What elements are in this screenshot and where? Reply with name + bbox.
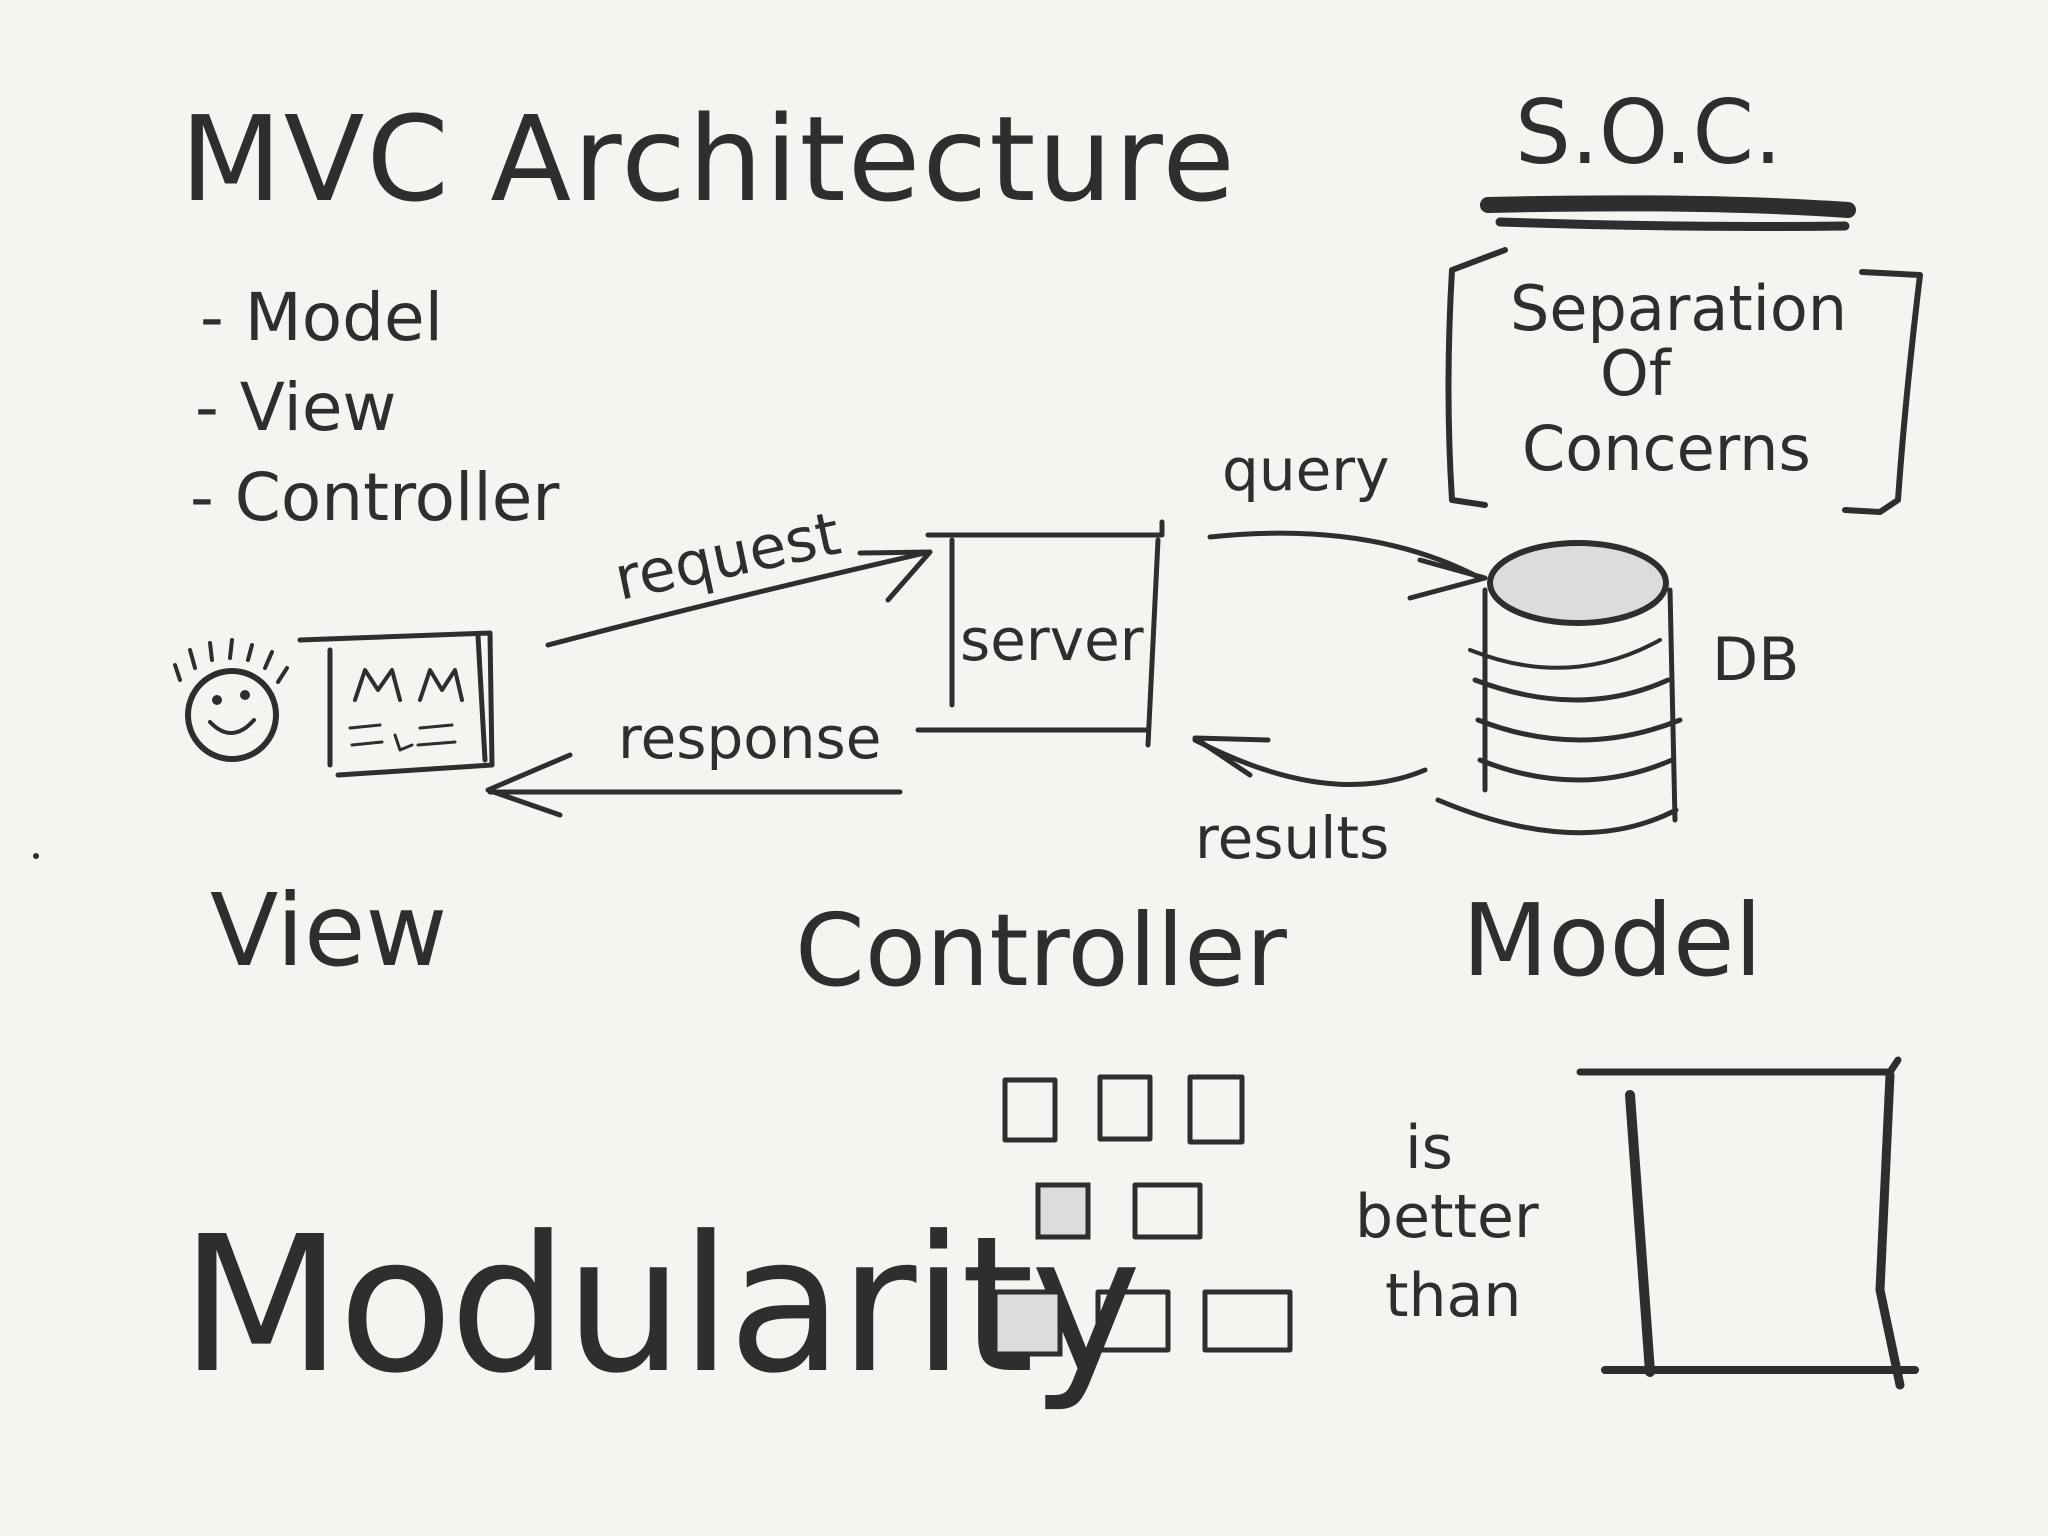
column-view: View [210,872,447,989]
modularity-word: Modularity [180,1196,1138,1415]
page-title: MVC Architecture [180,90,1237,228]
monitor-icon [297,630,495,778]
small-modules-icon [992,1074,1293,1357]
server-label: server [960,606,1144,674]
right-bracket [1842,269,1923,515]
soc-line-concerns: Concerns [1522,412,1811,485]
soc-line-of: Of [1600,337,1673,410]
request-arrow: request [545,499,933,648]
response-arrow: response [485,704,903,818]
user-smiley-icon [173,638,289,762]
query-label: query [1222,436,1389,504]
results-arrow: results [1192,735,1428,872]
soc-block: S.O.C. Separation Of Concerns [1445,81,1923,515]
soc-acronym: S.O.C. [1515,81,1782,184]
database-icon: DB [1435,540,1799,836]
soc-underline-2 [1495,217,1850,231]
mvc-list: - Model - View - Controller [190,279,560,536]
list-item-model: - Model [200,279,443,356]
list-item-controller: - Controller [190,459,560,536]
column-model: Model [1462,882,1762,999]
comparison-better: better [1355,1182,1539,1252]
soc-line-separation: Separation [1510,272,1847,345]
monolith-box-icon [1576,1056,1919,1390]
results-label: results [1195,804,1389,872]
stray-dot [33,853,39,859]
server-box: server [915,519,1165,748]
column-controller: Controller [795,892,1288,1009]
comparison-than: than [1385,1261,1521,1331]
soc-underline [1480,195,1856,218]
response-label: response [618,704,881,772]
comparison-is: is [1405,1113,1453,1183]
query-arrow: query [1207,436,1488,601]
left-bracket [1445,247,1508,508]
list-item-view: - View [195,369,396,446]
db-label: DB [1712,625,1799,695]
